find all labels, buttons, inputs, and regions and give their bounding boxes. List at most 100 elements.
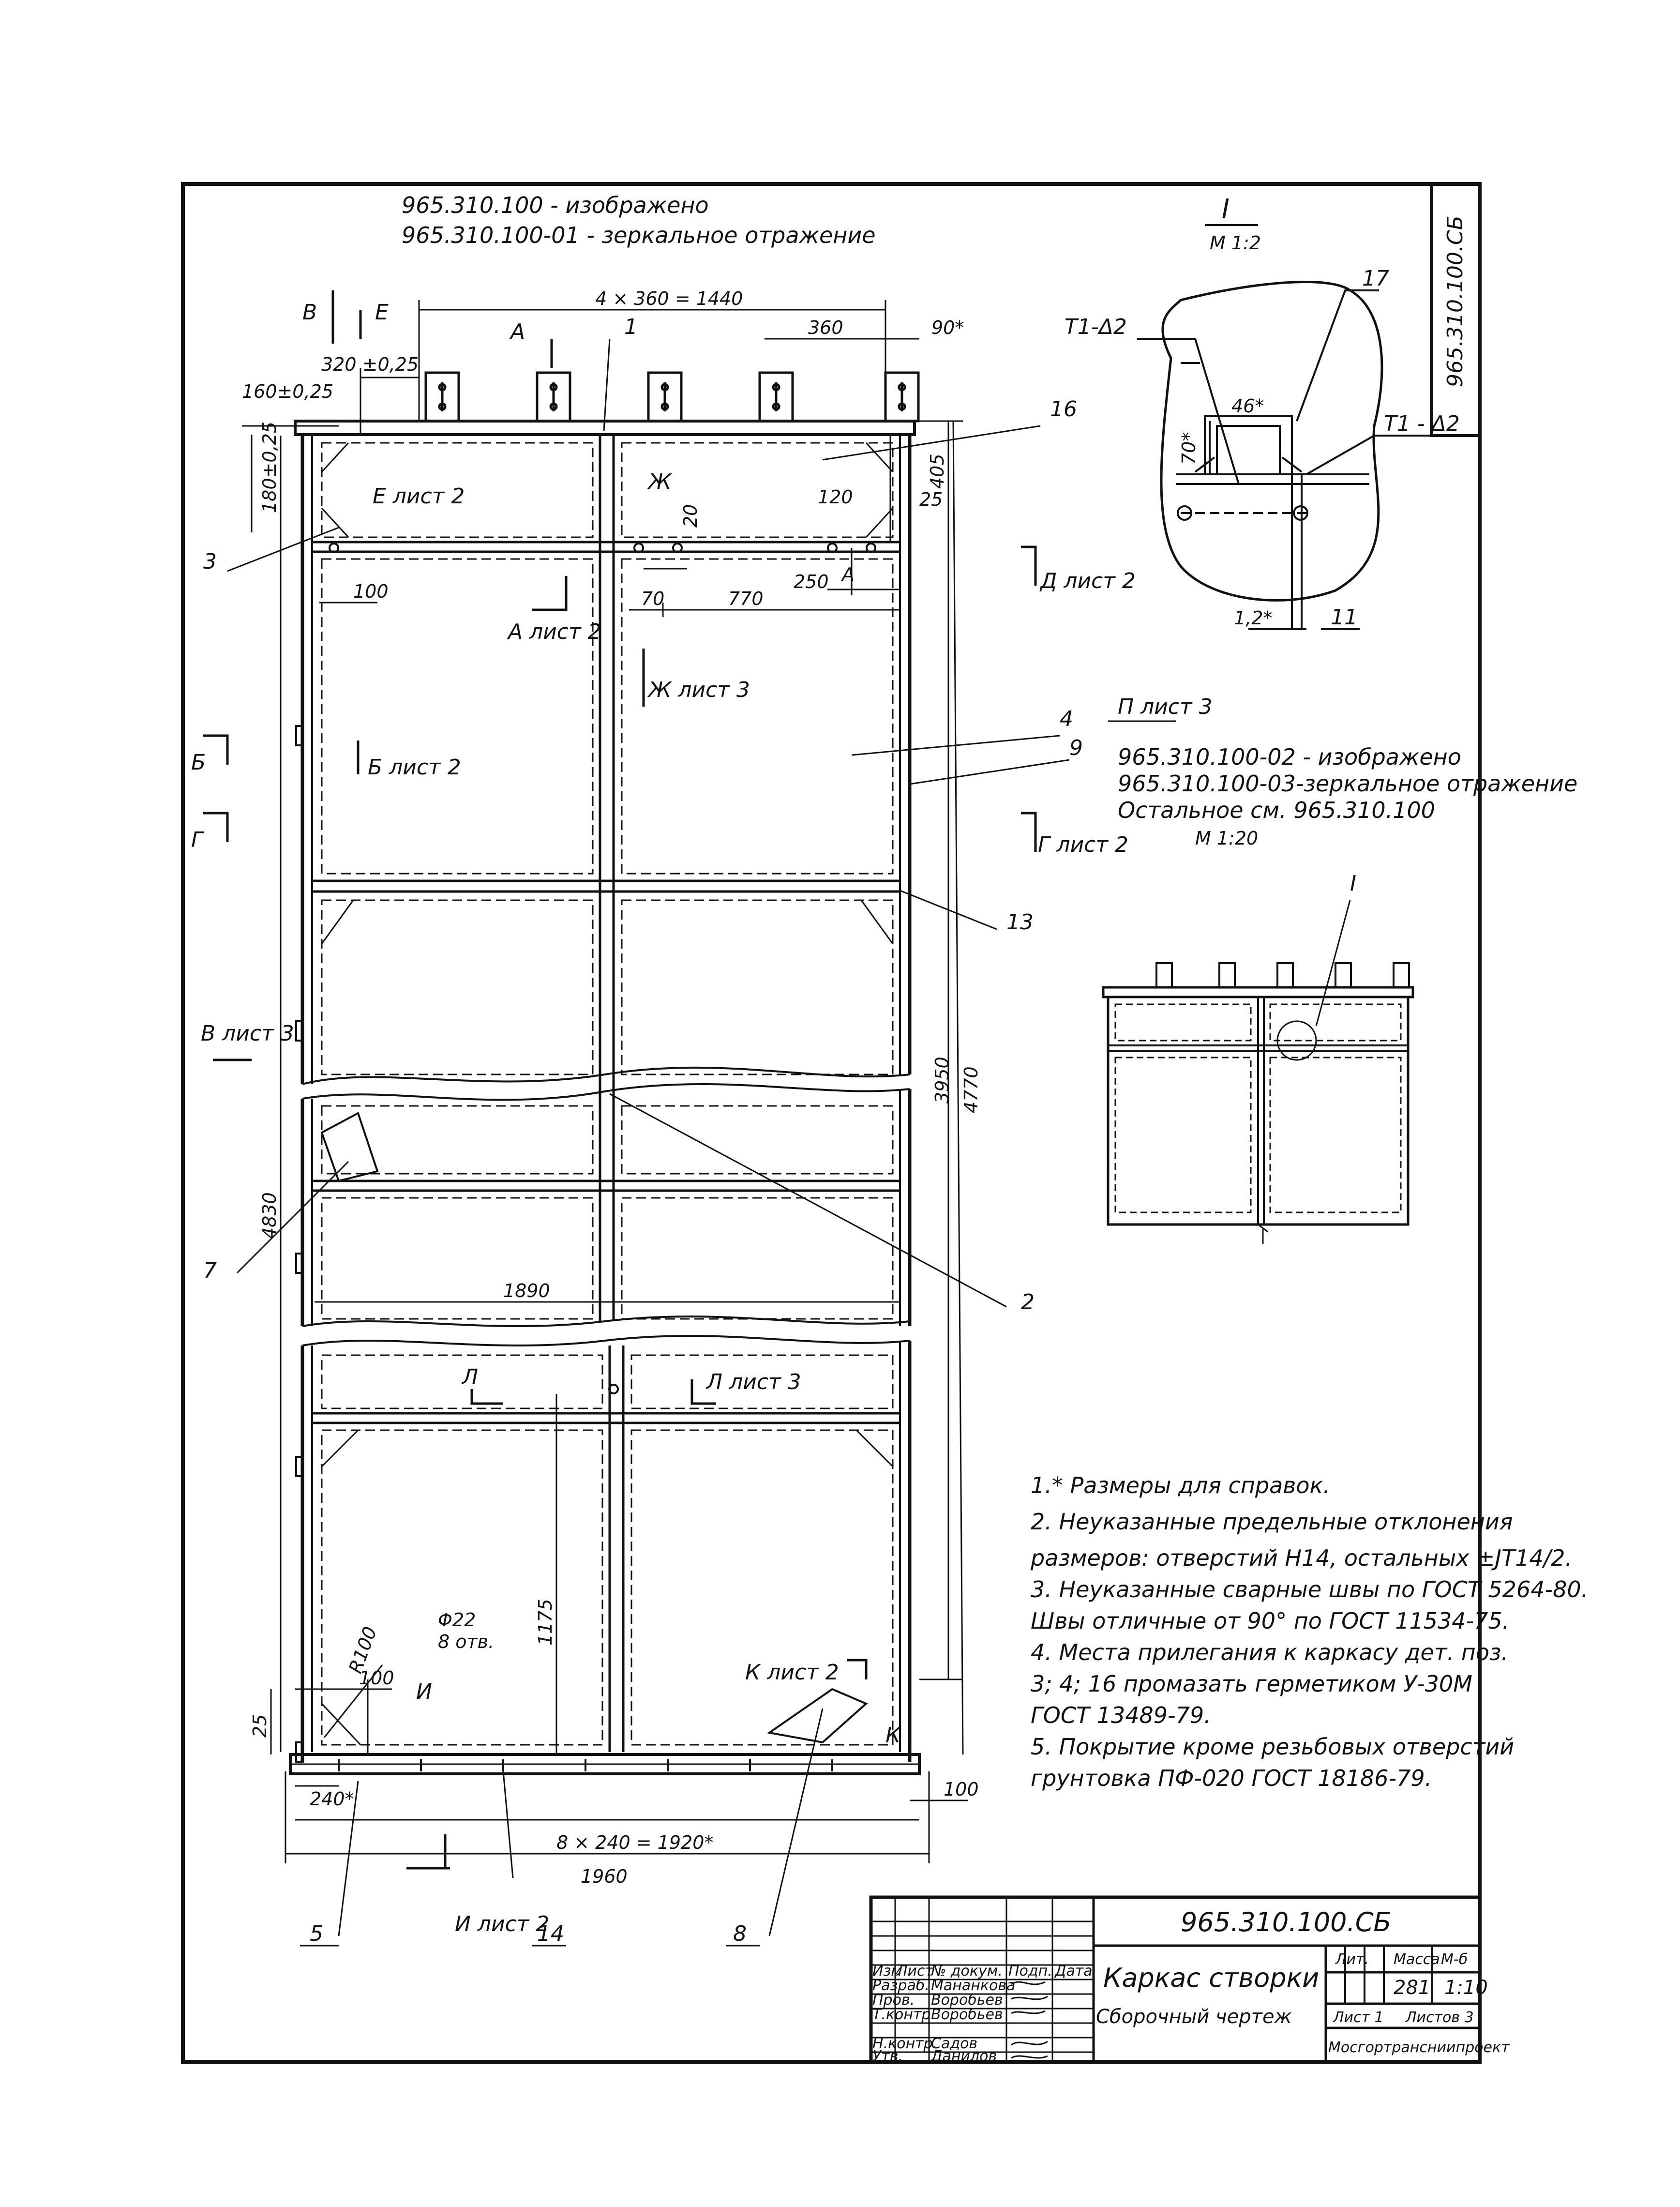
- tb-org: Мосгортрансниипроект: [1328, 2039, 1510, 2056]
- dim-70: 70: [641, 588, 664, 609]
- dim-phi22: Φ22: [438, 1609, 476, 1631]
- dim-180: 180±0,25: [259, 422, 280, 513]
- dim-top-360: 360: [808, 317, 843, 338]
- section-i-sheet: И лист 2: [455, 1912, 549, 1936]
- dim-25-top: 25: [919, 489, 943, 510]
- tb-hdr-sign: Подп.: [1008, 1963, 1052, 1980]
- small-detail-mark: I: [1350, 871, 1356, 896]
- dim-top-90: 90*: [931, 317, 964, 338]
- pos-3: 3: [203, 549, 217, 574]
- small-view: [1102, 900, 1414, 1244]
- section-a-small: А: [840, 564, 855, 585]
- pos-16: 16: [1050, 397, 1077, 422]
- dim-240: 240*: [310, 1788, 354, 1810]
- note-8: ГОСТ 13489-79.: [1031, 1702, 1211, 1728]
- dim-1175: 1175: [535, 1599, 556, 1646]
- tb-col-lit: Лит.: [1335, 1951, 1369, 1968]
- vertical-stamp: 965.310.100.СБ: [1430, 182, 1481, 437]
- dim-100-top: 100: [353, 581, 389, 602]
- tb-name-razrab: Мананкова: [931, 1977, 1015, 1994]
- leader-lines: [227, 338, 1070, 1936]
- dim-770: 770: [728, 588, 764, 609]
- note-6: 4. Места прилегания к каркасу дет. поз.: [1031, 1639, 1508, 1665]
- tb-name-nkontr: Садов: [931, 2035, 977, 2052]
- note-10: грунтовка ПФ-020 ГОСТ 18186-79.: [1031, 1765, 1432, 1791]
- detail-weld-right: Т1 - Δ2: [1384, 411, 1460, 436]
- pos-7: 7: [203, 1258, 217, 1283]
- dim-1960: 1960: [581, 1866, 628, 1887]
- dim-25-bot: 25: [249, 1714, 270, 1738]
- dim-3950: 3950: [931, 1057, 953, 1104]
- note-7: 3; 4; 16 промазать герметиком У-30М: [1031, 1671, 1472, 1697]
- pos-13: 13: [1006, 910, 1034, 935]
- tb-col-scale: М-б: [1441, 1951, 1468, 1968]
- tb-hdr-izm: Изм: [872, 1963, 902, 1980]
- signature-marks: [1011, 1981, 1048, 2059]
- section-a: А: [509, 319, 525, 344]
- dim-100-right: 100: [944, 1779, 979, 1800]
- tb-name-tkontr: Воробьев: [931, 2006, 1003, 2023]
- detail-dim-width: 46*: [1231, 395, 1264, 417]
- main-frame-view: [289, 371, 921, 1775]
- pos-2: 2: [1021, 1290, 1035, 1315]
- tb-hdr-doc: № докум.: [930, 1963, 1003, 1980]
- tb-role-prov: Пров.: [872, 1992, 915, 2009]
- header-variant-2: 965.310.100-01 - зеркальное отражение: [402, 222, 876, 248]
- dim-holes: 8 отв.: [438, 1631, 494, 1652]
- section-l: Л: [461, 1365, 478, 1390]
- small-section-p: П лист 3: [1118, 695, 1213, 719]
- dim-4830: 4830: [259, 1192, 280, 1239]
- dim-4770: 4770: [960, 1066, 982, 1113]
- detail-weld-left: Т1-Δ2: [1065, 315, 1127, 339]
- tb-scale: 1:10: [1444, 1977, 1488, 1999]
- note-4: 3. Неуказанные сварные швы по ГОСТ 5264-…: [1031, 1576, 1588, 1602]
- dim-1890: 1890: [503, 1280, 550, 1301]
- dim-160: 160±0,25: [242, 381, 333, 402]
- detail-outline: [1160, 281, 1383, 602]
- section-a-sheet: А лист 2: [507, 620, 601, 644]
- section-markers: [203, 290, 1037, 1870]
- tb-role-tkontr: Т.контр.: [872, 2006, 935, 2023]
- detail-pos-17: 17: [1362, 266, 1389, 291]
- dim-320: 320 ±0,25: [321, 354, 419, 375]
- dim-100-bot: 100: [359, 1667, 394, 1689]
- dim-250: 250: [794, 571, 829, 592]
- section-k: К: [885, 1723, 901, 1748]
- note-3: размеров: отверстий Н14, остальных ±JT14…: [1030, 1545, 1572, 1571]
- tb-name-2: Сборочный чертеж: [1096, 2006, 1292, 2028]
- sheet-frame: [181, 182, 1482, 2064]
- pos-14: 14: [537, 1921, 564, 1946]
- section-l-sheet: Л лист 3: [705, 1370, 801, 1394]
- tb-sheet: Лист 1: [1333, 2009, 1384, 2026]
- section-k-sheet: К лист 2: [745, 1660, 839, 1685]
- pos-4: 4: [1060, 707, 1073, 731]
- small-scale: М 1:20: [1195, 828, 1258, 849]
- dim-top-pitch: 4 × 360 = 1440: [595, 288, 743, 309]
- tb-role-razrab: Разраб.: [872, 1977, 930, 1994]
- detail-dim-height: 70*: [1178, 432, 1200, 465]
- small-variant-2: 965.310.100-03-зеркальное отражение: [1118, 771, 1577, 797]
- section-zh: Ж: [647, 469, 672, 494]
- tb-col-mass: Масса: [1394, 1951, 1440, 1968]
- tb-mass: 281: [1394, 1977, 1430, 1999]
- section-g-sheet: Г лист 2: [1038, 832, 1128, 857]
- dim-405: 405: [927, 453, 948, 489]
- detail-view: I М 1:2 Т1-Δ2 Т1 - Δ2 46* 70* 1,2* 17 11: [1065, 194, 1460, 630]
- tb-name-prov: Воробьев: [931, 1992, 1003, 2009]
- mounting-lugs: [424, 371, 920, 423]
- pos-1: 1: [624, 315, 638, 339]
- section-v-sheet: В лист 3: [201, 1021, 294, 1046]
- section-e: Е: [375, 300, 389, 325]
- tb-role-nkontr: Н.контр.: [872, 2035, 937, 2052]
- section-b: Б: [191, 750, 206, 775]
- detail-dim-gap: 1,2*: [1234, 607, 1272, 629]
- dim-pitch-bot: 8 × 240 = 1920*: [556, 1832, 713, 1853]
- section-i: И: [416, 1679, 432, 1704]
- pos-5: 5: [310, 1921, 323, 1946]
- small-rest: Остальное см. 965.310.100: [1118, 797, 1435, 823]
- detail-pos-11: 11: [1331, 605, 1358, 630]
- tb-hdr-list: Лист: [896, 1963, 934, 1980]
- tb-hdr-date: Дата: [1054, 1963, 1093, 1980]
- vertical-stamp-text: 965.310.100.СБ: [1443, 215, 1468, 387]
